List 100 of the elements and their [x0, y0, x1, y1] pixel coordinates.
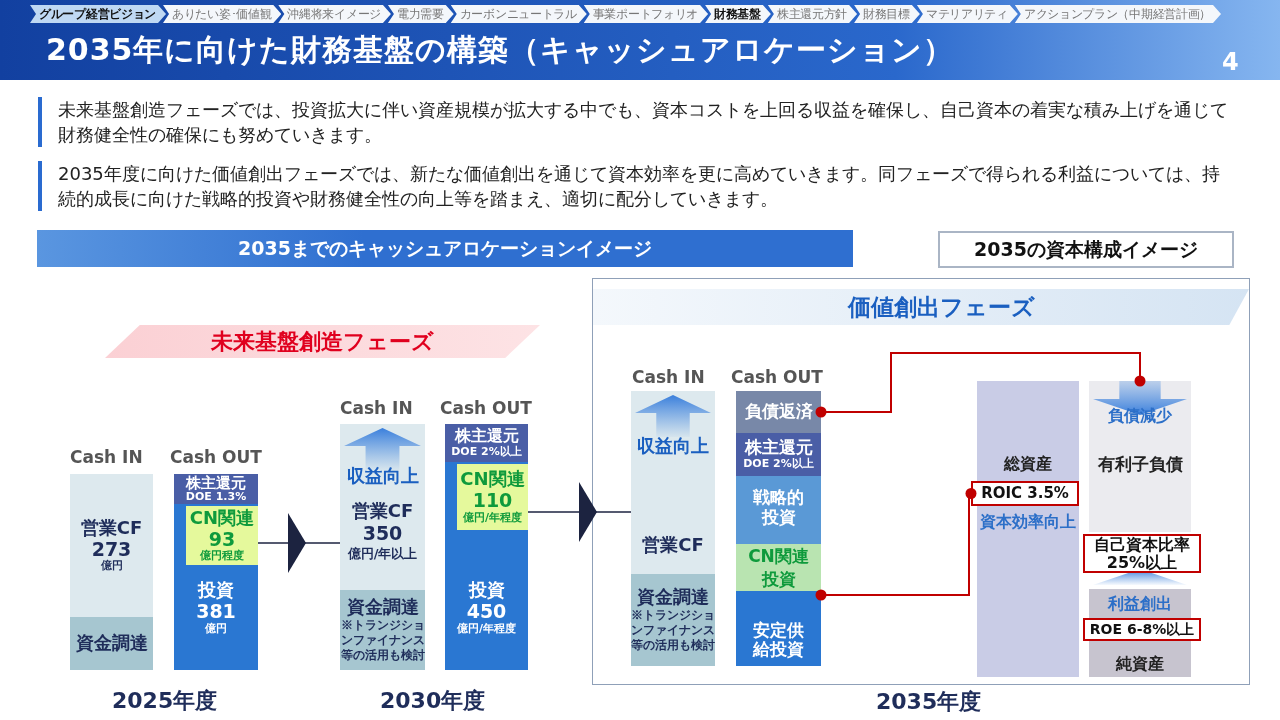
- cash-in-segment: [340, 424, 425, 590]
- segment-label: 負債返済: [744, 402, 813, 422]
- year-label: 2035年度: [876, 688, 982, 716]
- breadcrumb-tab: マテリアリティ: [916, 5, 1018, 23]
- cn-segment: [736, 544, 821, 591]
- amount-value: 93: [208, 528, 236, 550]
- segment-label: 株主還元: [454, 427, 519, 446]
- band-heading: 2035までのキャッシュアロケーションイメージ: [238, 237, 652, 260]
- unit-label: 億円: [205, 622, 227, 636]
- kpi-text: 自己資本比率 25%以上: [1093, 535, 1191, 572]
- kpi-box: [971, 481, 1079, 506]
- growth-label: 収益向上: [346, 466, 419, 487]
- column-heading: Cash OUT: [170, 447, 262, 467]
- segment-label: 投資: [468, 580, 505, 601]
- ratio-text: DOE 2%以上: [451, 445, 522, 459]
- cash-out-segment: [736, 476, 821, 544]
- paragraph: 2035年度に向けた価値創出フェーズでは、新たな価値創出を通じて資本効率を更に高めていきます。同フェーズで得られる利益については、持続的成長に向けた戦略的投資や財務健全性の向上等を踏まえ、適切に配分していきます。: [38, 161, 1228, 212]
- bar-label: 純資産: [1116, 654, 1164, 673]
- year-label: 2025年度: [112, 687, 218, 715]
- breadcrumb-tab: 株主還元方針: [767, 5, 858, 23]
- segment-label: 営業CF: [351, 500, 414, 522]
- cash-in-segment: [631, 574, 715, 666]
- kpi-box: [1083, 618, 1201, 641]
- segment-label: 資金調達: [75, 633, 148, 654]
- bar-label: 総資産: [1004, 455, 1052, 474]
- debt-bar: [1089, 381, 1191, 532]
- breadcrumb-tab: グループ経営ビジョン: [30, 5, 166, 23]
- breadcrumb-tab: 電力需要: [387, 5, 454, 23]
- segment-label: 資金調達: [346, 597, 419, 618]
- ratio-text: DOE 2%以上: [743, 457, 814, 471]
- cash-out-segment: [445, 424, 528, 462]
- paragraph: 未来基盤創造フェーズでは、投資拡大に伴い資産規模が拡大する中でも、資本コストを上回る収益を確保し、自己資本の着実な積み上げを通じて財務健全性の確保にも努めていきます。: [38, 97, 1228, 148]
- section-band: [37, 230, 853, 267]
- segment-label: 営業CF: [80, 517, 143, 539]
- ratio-text: DOE 1.3%: [185, 491, 247, 502]
- cash-out-segment: [736, 433, 821, 476]
- kpi-text: ROIC 3.5%: [981, 484, 1069, 503]
- breadcrumb-tab: 事業ポートフォリオ: [583, 5, 709, 23]
- cash-out-segment: [174, 474, 258, 504]
- unit-label: 億円: [100, 560, 123, 574]
- connector-line: [815, 352, 1146, 418]
- breadcrumb-tab: アクションプラン（中期経営計画）: [1014, 5, 1221, 23]
- page-number: 4: [1222, 48, 1239, 76]
- cash-in-segment: [631, 391, 715, 574]
- unit-label: 億円/年以上: [347, 547, 418, 563]
- cn-segment: [186, 506, 258, 565]
- amount-value: 110: [472, 490, 513, 512]
- phase-panel: [592, 278, 1250, 685]
- cash-in-segment: [70, 617, 153, 670]
- phase-heading: 未来基盤創造フェーズ: [211, 328, 434, 355]
- unit-label: 億円程度: [200, 550, 244, 564]
- column-heading: Cash OUT: [731, 367, 823, 387]
- breadcrumb-tab: ありたい姿･価値観: [163, 5, 282, 23]
- column-heading: Cash IN: [632, 367, 705, 387]
- segment-label: 安定供給投資: [751, 620, 805, 660]
- connector-line: [815, 488, 977, 601]
- note-text: ※トランジションファイナンス等の活用も検討: [340, 617, 425, 663]
- segment-label: 投資: [198, 580, 234, 601]
- amount-value: 381: [196, 600, 236, 622]
- column-heading: Cash IN: [340, 398, 413, 418]
- segment-label: 株主還元: [186, 476, 246, 491]
- growth-label: 収益向上: [637, 436, 709, 457]
- cash-out-segment: [736, 391, 821, 433]
- amount-value: 450: [466, 600, 507, 622]
- cn-segment: [457, 464, 528, 530]
- phase-heading: 価値創出フェーズ: [847, 293, 1035, 321]
- cash-in-segment: [70, 474, 153, 617]
- cash-out-segment: [174, 504, 258, 670]
- slide-title: 2035年に向けた財務基盤の構築（キャッシュアロケーション）: [46, 31, 955, 69]
- cash-out-segment: [445, 462, 528, 670]
- breadcrumb-tab: 沖縄将来イメージ: [278, 5, 391, 23]
- segment-label: CN関連投資: [747, 545, 810, 590]
- section-heading-box: [938, 231, 1234, 268]
- change-label: 負債減少: [1108, 407, 1172, 426]
- unit-label: 億円/年程度: [463, 511, 522, 525]
- kpi-text: ROE 6-8%以上: [1089, 621, 1195, 638]
- cash-in-segment: [340, 590, 425, 670]
- note-text: ※トランジションファイナンス等の活用も検討: [631, 607, 715, 653]
- kpi-box: [1083, 534, 1201, 573]
- segment-label: 資金調達: [637, 587, 709, 608]
- segment-label: 営業CF: [642, 534, 704, 556]
- unit-label: 億円/年程度: [457, 622, 516, 636]
- cash-out-segment: [736, 591, 821, 666]
- year-label: 2030年度: [380, 687, 486, 715]
- bar-label: 有利子負債: [1097, 455, 1183, 475]
- segment-label: CN関連: [460, 469, 525, 491]
- box-heading: 2035の資本構成イメージ: [974, 238, 1198, 261]
- chevron-arrow: [257, 513, 341, 573]
- amount-value: 273: [91, 538, 132, 560]
- column-heading: Cash OUT: [440, 398, 532, 418]
- chevron-arrow: [527, 482, 632, 542]
- breadcrumb-tab: 財務目標: [854, 5, 920, 23]
- segment-label: CN関連: [189, 507, 255, 529]
- effect-label: 資本効率向上: [980, 513, 1076, 532]
- change-label: 利益創出: [1108, 595, 1172, 614]
- amount-value: 350: [362, 523, 403, 546]
- segment-label: 株主還元: [744, 438, 813, 458]
- segment-label: 戦略的投資: [752, 488, 805, 528]
- breadcrumb-tab: カーボンニュートラル: [450, 5, 587, 23]
- breadcrumb-tab: 財務基盤: [705, 5, 771, 23]
